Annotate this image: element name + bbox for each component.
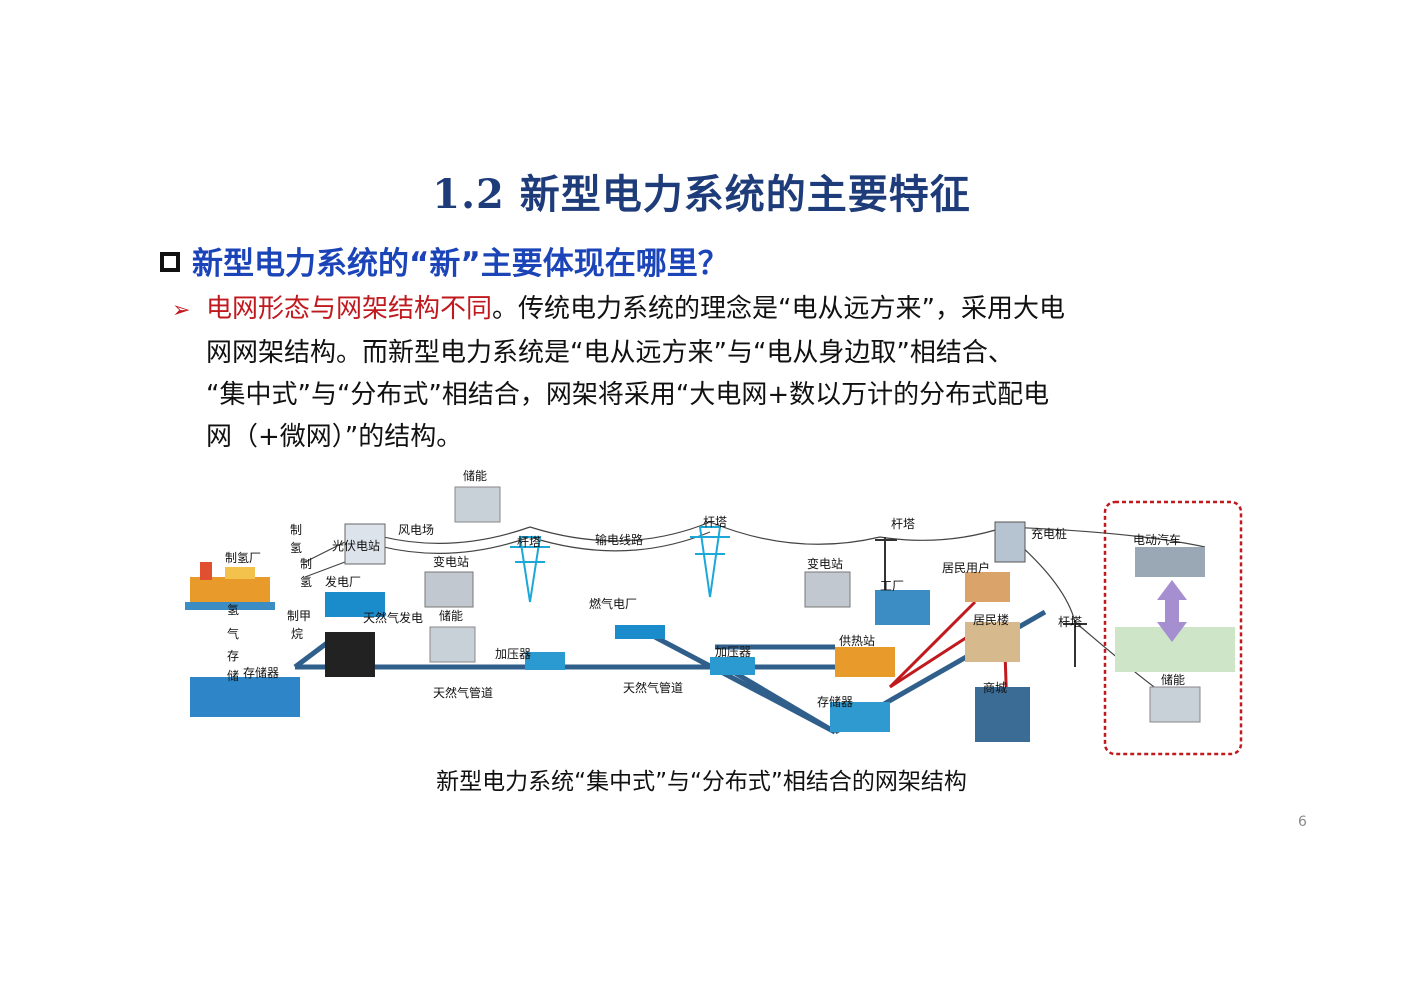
bullet-line-3: “集中式”与“分布式”相结合，网架将采用“大电网+数以万计的分布式配电 bbox=[206, 380, 1050, 410]
label-gas-pipe2: 天然气管道 bbox=[623, 680, 683, 695]
ev-icon bbox=[1135, 547, 1205, 577]
arrow-bullet-icon: ➢ bbox=[172, 298, 191, 323]
label-compressor2: 加压器 bbox=[715, 645, 751, 659]
label-storage-top: 储能 bbox=[463, 468, 487, 483]
label-factory: 工厂 bbox=[880, 579, 904, 593]
section-heading: 新型电力系统的“新”主要体现在哪里？ bbox=[160, 238, 729, 283]
label-h2-storage2: 气 bbox=[227, 626, 239, 641]
label-hydrogen-make3: 制 bbox=[300, 557, 312, 571]
storage-box-icon bbox=[830, 702, 890, 732]
bullet-paragraph: ➢ 电网形态与网架结构不同。传统电力系统的理念是“电从远方来”，采用大电 网网架结… bbox=[172, 288, 1242, 458]
label-charging-pile: 充电桩 bbox=[1031, 526, 1067, 541]
label-tower1: 杆塔 bbox=[517, 535, 541, 549]
factory-icon bbox=[875, 590, 930, 625]
gas-power-icon bbox=[325, 632, 375, 677]
h2-storage-icon bbox=[190, 677, 300, 717]
label-tower4: 杆塔 bbox=[1058, 615, 1082, 629]
page-number: 6 bbox=[1298, 814, 1307, 830]
hydrogen-plant-icon bbox=[185, 562, 275, 610]
power-plant-icon bbox=[325, 592, 385, 617]
label-h2-storage4: 储 bbox=[227, 668, 239, 683]
section-heading-text: 新型电力系统的“新”主要体现在哪里？ bbox=[192, 246, 729, 282]
label-hydrogen-plant: 制氢厂 bbox=[225, 550, 261, 565]
label-hydrogen-make4: 氢 bbox=[300, 574, 312, 589]
label-resident-building: 居民楼 bbox=[973, 612, 1009, 627]
label-gas-pipe1: 天然气管道 bbox=[433, 685, 493, 700]
label-heating-station: 供热站 bbox=[839, 634, 875, 648]
compressor-icon bbox=[525, 652, 565, 670]
charging-pile-icon bbox=[994, 521, 1026, 563]
label-substation-right: 变电站 bbox=[807, 556, 843, 571]
label-h2-storage1: 氢 bbox=[227, 602, 239, 617]
bullet-line-1: ➢ 电网形态与网架结构不同。传统电力系统的理念是“电从远方来”，采用大电 bbox=[172, 288, 1242, 332]
substation-left-icon bbox=[424, 571, 474, 608]
label-methanol1: 制甲 bbox=[287, 609, 311, 623]
label-compressor1: 加压器 bbox=[495, 647, 531, 661]
bullet-highlight: 电网形态与网架结构不同 bbox=[206, 294, 493, 324]
label-mall: 商城 bbox=[983, 680, 1007, 695]
label-tower3: 杆塔 bbox=[891, 517, 915, 531]
figure-caption: 新型电力系统“集中式”与“分布式”相结合的网架结构 bbox=[436, 769, 967, 795]
pole-icon bbox=[875, 537, 1087, 667]
label-methanol2: 烷 bbox=[291, 627, 303, 641]
pv-station-icon bbox=[344, 523, 386, 565]
gas-pipelines bbox=[293, 609, 1047, 735]
label-power-plant: 发电厂 bbox=[325, 574, 361, 589]
tower-icon bbox=[510, 526, 730, 603]
storage-right-icon bbox=[1149, 686, 1201, 723]
resident-user-icon bbox=[965, 572, 1010, 602]
label-hydrogen-make1: 制 bbox=[290, 523, 302, 537]
label-resident-user: 居民用户 bbox=[942, 560, 990, 575]
label-storage-tank: 存储器 bbox=[243, 665, 279, 680]
bullet-line-2: 网网架结构。而新型电力系统是“电从远方来”与“电从身边取”相结合、 bbox=[206, 338, 1014, 368]
label-storage-right: 储能 bbox=[1161, 672, 1185, 687]
label-ev: 电动汽车 bbox=[1133, 532, 1181, 547]
compressor-icon bbox=[710, 657, 755, 675]
bidirectional-arrow-icon bbox=[1157, 580, 1187, 642]
label-tower2: 杆塔 bbox=[703, 515, 727, 529]
label-gas-power: 天然气发电 bbox=[363, 610, 423, 625]
grid-structure-diagram: 储能 制 氢 制氢厂 制 氢 光伏电站 风电场 发电厂 变电站 杆塔 输电线路 … bbox=[185, 468, 1243, 756]
label-h2-storage3: 存 bbox=[227, 649, 239, 663]
square-bullet-icon bbox=[160, 251, 180, 272]
label-transmission-line: 输电线路 bbox=[595, 532, 643, 547]
gas-plant-icon bbox=[615, 625, 665, 639]
bullet-line-4: 网（+微网）”的结构。 bbox=[206, 422, 463, 452]
storage-mid-icon bbox=[429, 626, 476, 663]
label-wind-farm: 风电场 bbox=[398, 523, 434, 537]
resident-building-icon bbox=[965, 622, 1020, 662]
bullet-line-1-text: 。传统电力系统的理念是“电从远方来”，采用大电 bbox=[492, 294, 1065, 324]
storage-top-icon bbox=[454, 486, 501, 523]
mall-icon bbox=[975, 687, 1030, 742]
label-substation-left: 变电站 bbox=[433, 554, 469, 569]
label-storage-box: 存储器 bbox=[817, 694, 853, 709]
slide-title: 1.2 新型电力系统的主要特征 bbox=[432, 171, 971, 218]
label-pv-station: 光伏电站 bbox=[332, 539, 380, 553]
label-gas-plant: 燃气电厂 bbox=[589, 596, 637, 611]
label-hydrogen-make2: 氢 bbox=[290, 540, 302, 555]
ev-dashed-box bbox=[1103, 500, 1243, 756]
substation-right-icon bbox=[804, 571, 851, 608]
label-storage-mid: 储能 bbox=[439, 608, 463, 623]
heating-station-icon bbox=[835, 647, 895, 677]
